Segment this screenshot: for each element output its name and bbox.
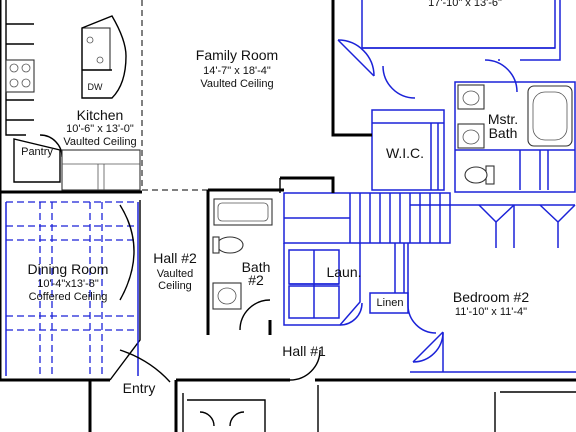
pantry-name: Pantry bbox=[21, 146, 53, 158]
bath-2-outline bbox=[206, 188, 284, 335]
bath-2-name: Bath bbox=[241, 259, 271, 275]
laundry-name: Laun. bbox=[326, 264, 362, 280]
hall-2-ceiling: Vaulted Ceiling bbox=[156, 268, 194, 293]
wic-outline bbox=[371, 109, 445, 191]
master-bedroom-dims: 17'-10" x 13'-6" bbox=[428, 0, 502, 9]
bedroom-2-dims: 11'-10" x 11'-4" bbox=[454, 306, 528, 318]
family-room-walls bbox=[141, 0, 372, 193]
hall-2-name: Hall #2 bbox=[153, 250, 197, 266]
dining-room-dims: 10'-4"x13'-8" bbox=[37, 278, 99, 290]
family-room-dims: 14'-7" x 18'-4" bbox=[203, 65, 271, 77]
dining-room-name: Dining Room bbox=[27, 261, 109, 277]
master-bath-name: Mstr. bbox=[487, 111, 519, 127]
laundry-outline bbox=[283, 243, 363, 326]
bath-2-number: #2 bbox=[248, 272, 264, 288]
kitchen-dims: 10'-6" x 13'-0" bbox=[66, 123, 134, 135]
kitchen-ceiling: Vaulted Ceiling bbox=[63, 136, 137, 148]
wic-name: W.I.C. bbox=[385, 145, 425, 161]
master-bath-fixtures bbox=[454, 81, 576, 193]
linen-name: Linen bbox=[376, 297, 404, 309]
entry-outline bbox=[0, 349, 576, 432]
kitchen-outline bbox=[0, 0, 142, 194]
family-room-ceiling: Vaulted Ceiling bbox=[200, 78, 274, 90]
master-bedroom-outline bbox=[332, 0, 561, 135]
bedroom-2-outline bbox=[369, 204, 576, 373]
dining-room-ceiling: Coffered Ceiling bbox=[28, 291, 108, 303]
entry-name: Entry bbox=[122, 380, 156, 396]
bedroom-2-name: Bedroom #2 bbox=[452, 289, 530, 305]
kitchen-name: Kitchen bbox=[76, 107, 124, 123]
staircase bbox=[283, 192, 451, 244]
master-bath-name-2: Bath bbox=[488, 125, 518, 141]
dishwasher-label: DW bbox=[87, 82, 103, 92]
hall-1-name: Hall #1 bbox=[282, 343, 326, 359]
family-room-name: Family Room bbox=[195, 47, 279, 63]
